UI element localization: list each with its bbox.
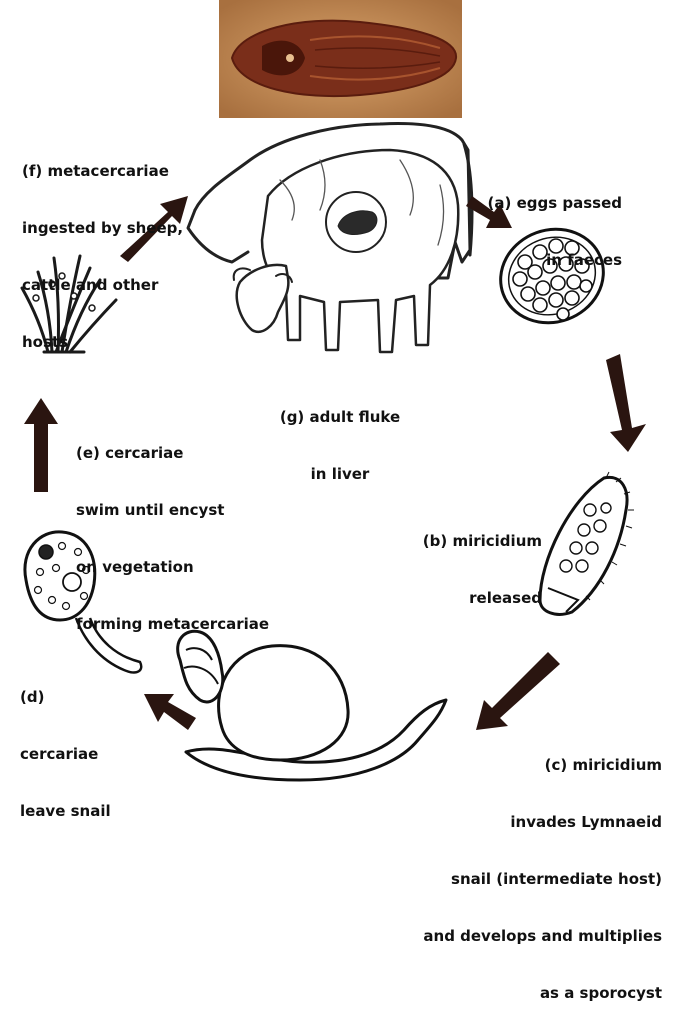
snail-icon bbox=[176, 629, 448, 782]
label-f-metacercariae-ingested: (f) metacercariae ingested by sheep, cat… bbox=[22, 162, 184, 351]
arrow-host-to-a bbox=[466, 196, 512, 228]
label-c-miricidium-invades-snail: (c) miricidium invades Lymnaeid snail (i… bbox=[423, 756, 662, 1002]
life-cycle-diagram bbox=[20, 0, 646, 782]
miracidium-icon bbox=[538, 471, 634, 616]
arrow-f-to-host bbox=[120, 196, 188, 262]
cercaria-icon bbox=[23, 530, 143, 674]
label-e-cercariae-swim: (e) cercariae swim until encyst on veget… bbox=[76, 444, 270, 633]
fluke-photo bbox=[219, 0, 462, 118]
arrow-a-to-b bbox=[606, 354, 646, 452]
eggs-icon bbox=[499, 227, 605, 325]
label-g-adult-fluke: (g) adult fluke in liver bbox=[279, 408, 401, 483]
label-a-eggs-passed: (a) eggs passed in faeces bbox=[487, 194, 622, 269]
label-d-cercariae-leave-snail: (d) cercariae leave snail bbox=[20, 688, 111, 820]
arrow-c-to-d bbox=[144, 694, 196, 730]
label-b-miricidium-released: (b) miricidium released bbox=[422, 532, 542, 607]
arrow-e-to-f bbox=[24, 398, 58, 492]
fluke-micrograph-icon bbox=[230, 19, 458, 98]
vegetation-icon bbox=[20, 254, 118, 354]
host-animals bbox=[186, 122, 474, 354]
arrow-b-to-c bbox=[476, 652, 560, 730]
cycle-arrows bbox=[24, 196, 646, 730]
liver-fluke-inset-icon bbox=[325, 191, 387, 253]
